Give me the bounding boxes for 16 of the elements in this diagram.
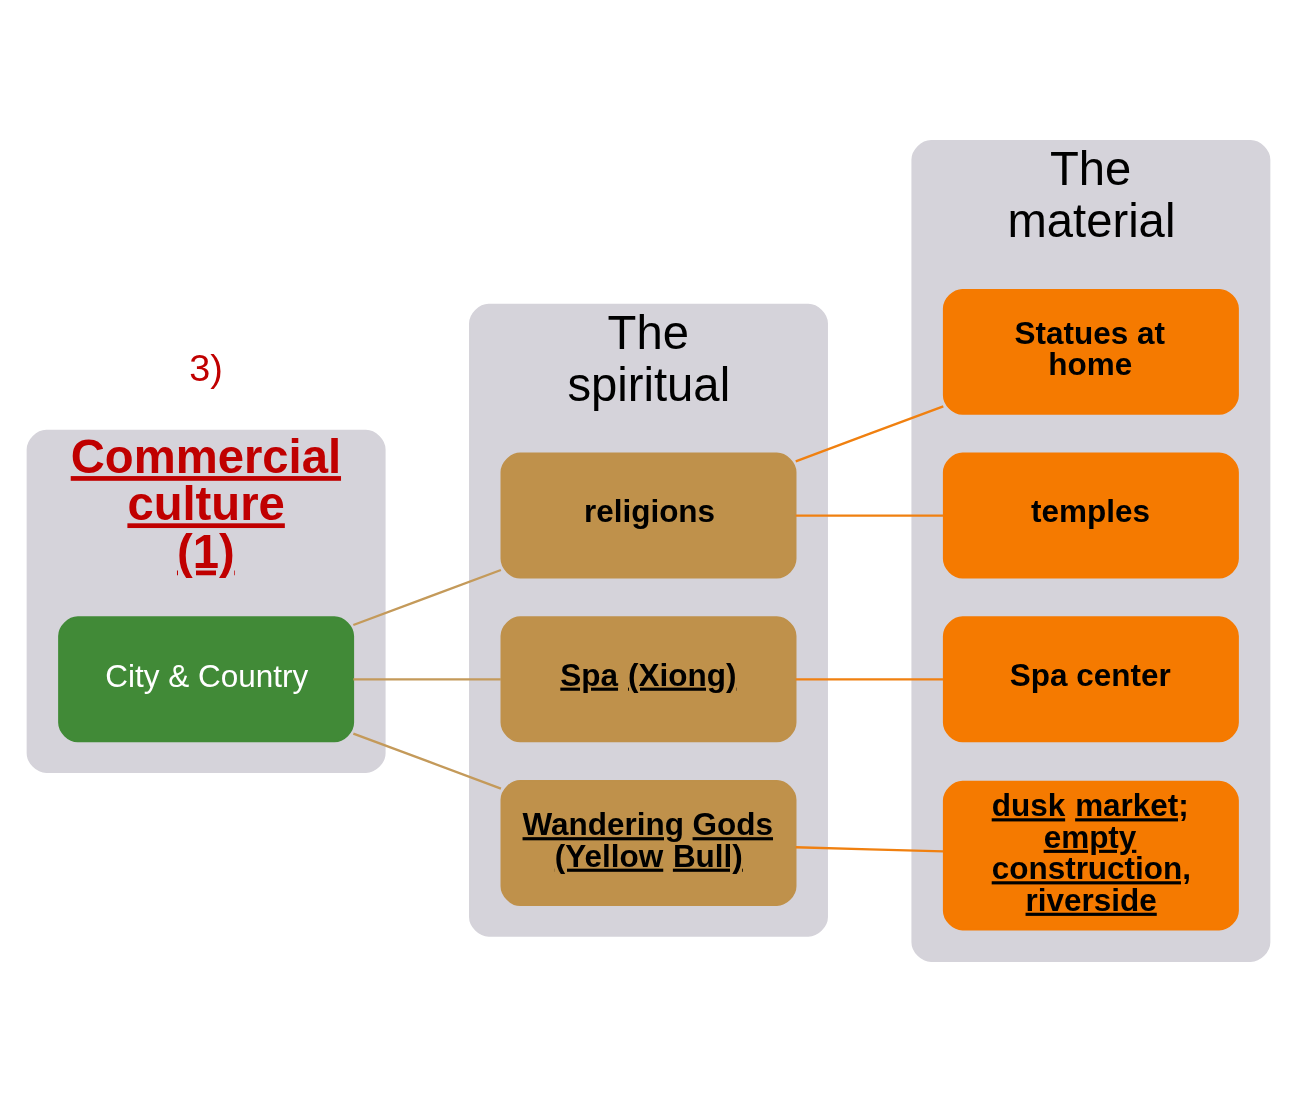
node-box: dusk market; empty construction, riverside	[942, 780, 1239, 930]
node-box: City & Country	[58, 615, 355, 742]
connector	[795, 404, 944, 462]
node-box: Statues at home	[942, 288, 1239, 415]
node-box: Spa (Xiong)	[500, 615, 797, 742]
node-box: religions	[500, 452, 797, 579]
connector	[795, 677, 944, 680]
connector	[353, 677, 501, 680]
connector	[352, 732, 502, 790]
node-box: Spa center	[942, 615, 1239, 742]
node-box: Wandering Gods (Yellow Bull)	[500, 779, 797, 906]
label: 3)	[189, 346, 223, 388]
connector	[795, 513, 944, 517]
connector	[352, 568, 502, 626]
node-box: temples	[942, 452, 1239, 579]
connector	[795, 845, 944, 853]
